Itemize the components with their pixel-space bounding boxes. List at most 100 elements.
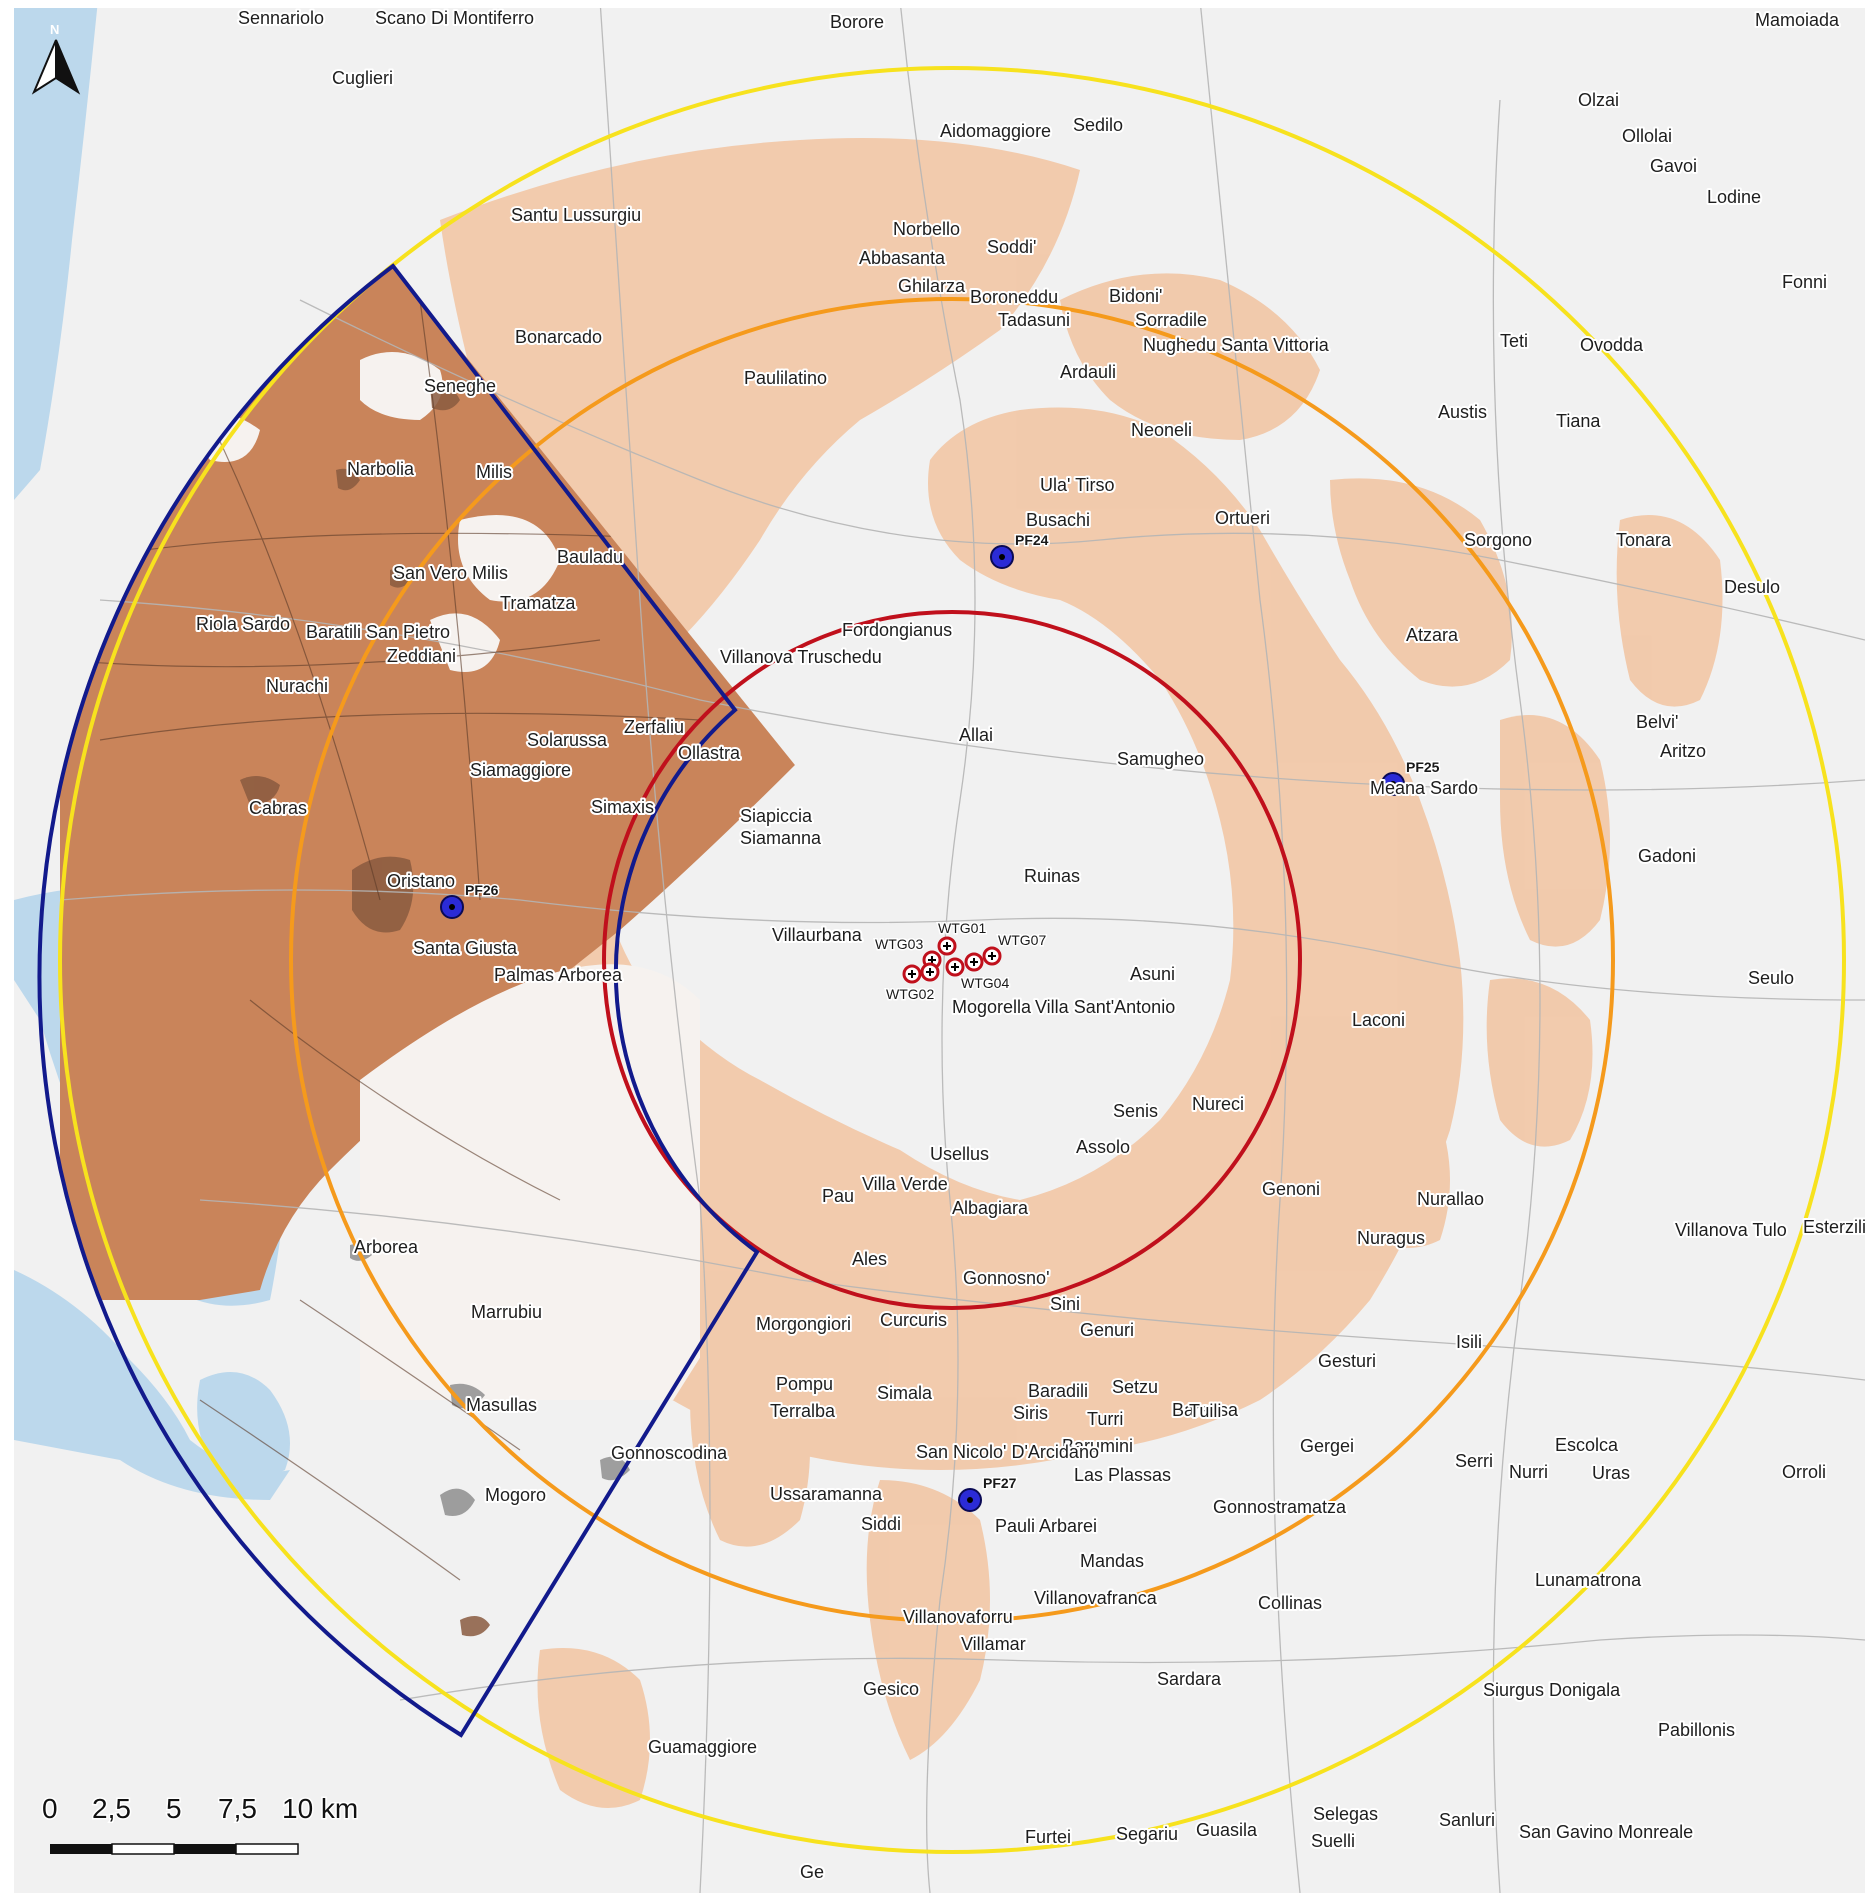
turbine-wtg01[interactable] <box>937 936 957 956</box>
town-label: Furtei <box>1025 1827 1071 1847</box>
town-label: Bonarcado <box>515 327 602 347</box>
town-label: Senis <box>1113 1101 1158 1121</box>
town-label: Pauli Arbarei <box>995 1516 1097 1536</box>
town-label: Orroli <box>1782 1462 1826 1482</box>
town-label: Baressa <box>1172 1400 1239 1420</box>
town-label: Nurachi <box>266 676 328 696</box>
town-label: Genoni <box>1262 1179 1320 1199</box>
town-label: Guasila <box>1196 1820 1258 1840</box>
town-label: Asuni <box>1130 964 1175 984</box>
north-letter: N <box>50 22 59 37</box>
town-label: Collinas <box>1258 1593 1322 1613</box>
town-label: Belvi' <box>1636 712 1678 732</box>
town-label: Sennariolo <box>238 8 324 28</box>
town-label: Meana Sardo <box>1370 778 1478 798</box>
turbine-wtg04[interactable] <box>945 957 965 977</box>
town-label: Selegas <box>1313 1804 1378 1824</box>
town-label: Borore <box>830 12 884 32</box>
town-label: Tuili <box>1189 1401 1221 1421</box>
turbine-wtg04b[interactable] <box>964 952 984 972</box>
town-label: Fordongianus <box>842 620 952 640</box>
town-label: Baratili San Pietro <box>306 622 450 642</box>
poi-label: PF24 <box>1015 532 1049 548</box>
town-label: Bauladu <box>557 547 623 567</box>
town-label: Villa Verde <box>862 1174 948 1194</box>
turbine-wtg07[interactable] <box>982 946 1002 966</box>
town-label: Ardauli <box>1060 362 1116 382</box>
town-label: Aidomaggiore <box>940 121 1051 141</box>
town-label: Aritzo <box>1660 741 1706 761</box>
town-label: Santu Lussurgiu <box>511 205 641 225</box>
scale-label: 7,5 <box>218 1793 257 1824</box>
town-label: Sorradile <box>1135 310 1207 330</box>
town-label: Masullas <box>466 1395 537 1415</box>
town-label: Neoneli <box>1131 420 1192 440</box>
town-label: Las Plassas <box>1074 1465 1171 1485</box>
town-label: Ales <box>852 1249 887 1269</box>
town-label: Paulilatino <box>744 368 827 388</box>
town-label: Simala <box>877 1383 933 1403</box>
turbine-label: WTG01 <box>938 920 986 936</box>
town-label: Zerfaliu <box>624 717 684 737</box>
town-label: Villanovaforru <box>903 1607 1013 1627</box>
turbine-wtg02[interactable] <box>902 964 922 984</box>
town-label: Solarussa <box>527 730 608 750</box>
scale-segment <box>235 1843 299 1855</box>
town-label: Usellus <box>930 1144 989 1164</box>
town-label: San Nicolo' D'Arcidano <box>916 1442 1099 1462</box>
poi-marker-pf24[interactable]: PF24 <box>990 531 1050 569</box>
town-label: San Vero Milis <box>393 563 508 583</box>
town-label: Marrubiu <box>471 1302 542 1322</box>
viewshed-sector <box>37 263 760 1738</box>
town-label: Segariu <box>1116 1824 1178 1844</box>
turbine-wtg03b[interactable] <box>920 962 940 982</box>
town-label: Suelli <box>1311 1831 1355 1851</box>
town-label: Isili <box>1456 1332 1482 1352</box>
town-label: Simaxis <box>591 797 654 817</box>
town-label: Ula' Tirso <box>1040 475 1114 495</box>
town-label: Villanovafranca <box>1034 1588 1158 1608</box>
scale-bar: 0 2,5 5 7,5 10 km <box>41 1792 360 1855</box>
town-label: Norbello <box>893 219 960 239</box>
town-label: Tiana <box>1556 411 1601 431</box>
town-label: Gergei <box>1300 1436 1354 1456</box>
town-label: Arborea <box>354 1237 419 1257</box>
poi-marker-pf27[interactable]: PF27 <box>958 1474 1018 1512</box>
town-label: Nurallao <box>1417 1189 1484 1209</box>
town-label: Nureci <box>1192 1094 1244 1114</box>
town-label: Busachi <box>1026 510 1090 530</box>
town-label: Terralba <box>770 1401 836 1421</box>
town-label: Palmas Arborea <box>494 965 623 985</box>
poi-marker-pf25[interactable]: PF25 <box>1381 758 1441 796</box>
poi-marker-pf26[interactable]: PF26 <box>440 881 500 919</box>
town-label: Siurgus Donigala <box>1483 1680 1621 1700</box>
town-label: Sedilo <box>1073 115 1123 135</box>
town-label: Cabras <box>249 798 307 818</box>
town-label: Olzai <box>1578 90 1619 110</box>
town-label: Sini <box>1050 1294 1080 1314</box>
town-label: Milis <box>476 462 512 482</box>
town-label: Gesturi <box>1318 1351 1376 1371</box>
town-label: Ollastra <box>678 743 741 763</box>
town-label: Seneghe <box>424 376 496 396</box>
scale-segment <box>111 1843 175 1855</box>
town-label: Guamaggiore <box>648 1737 757 1757</box>
poi-label: PF26 <box>465 882 499 898</box>
town-label: Siddi <box>861 1514 901 1534</box>
town-label: Ortueri <box>1215 508 1270 528</box>
town-label: Ruinas <box>1024 866 1080 886</box>
town-label: Riola Sardo <box>196 614 290 634</box>
settlement-areas <box>240 384 490 1637</box>
town-label: Villanova Tulo <box>1675 1220 1787 1240</box>
town-label: Mamoiada <box>1755 10 1840 30</box>
town-label: Pabillonis <box>1658 1720 1735 1740</box>
settlement-areas-lower <box>350 1243 630 1516</box>
turbine-label: WTG04 <box>961 975 1009 991</box>
outer-ring <box>58 66 1846 1854</box>
town-label: Assolo <box>1076 1137 1130 1157</box>
town-label: Ollolai <box>1622 126 1672 146</box>
town-label: Samugheo <box>1117 749 1204 769</box>
town-label: Atzara <box>1406 625 1459 645</box>
